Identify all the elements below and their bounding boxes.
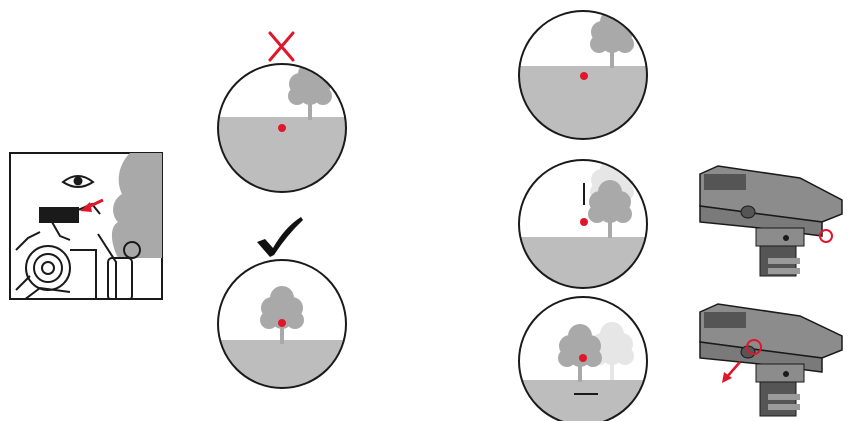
eye-icon (61, 175, 95, 188)
azimuth-knob-highlight (746, 339, 762, 355)
observer-head-silhouette (111, 153, 162, 258)
cross-icon (268, 31, 295, 62)
arrow-icon (722, 361, 741, 383)
finder-view-misaligned (217, 63, 347, 193)
checkmark-icon (257, 217, 303, 257)
arrow-icon (80, 198, 104, 212)
eyepiece-view-panel (9, 152, 163, 300)
elevation-knob-highlight (819, 229, 833, 243)
red-dot-reticle (278, 319, 286, 327)
finder-view-horizontal-adjust (518, 296, 648, 421)
red-dot-reticle (580, 72, 588, 80)
red-dot-reticle (580, 218, 588, 226)
red-dot-finder-elevation (699, 165, 843, 277)
red-dot-finder-azimuth (699, 303, 843, 417)
finder-view-aligned (217, 259, 347, 389)
red-dot-reticle (278, 124, 286, 132)
finder-view-start (518, 10, 648, 140)
red-dot-reticle (579, 354, 587, 362)
